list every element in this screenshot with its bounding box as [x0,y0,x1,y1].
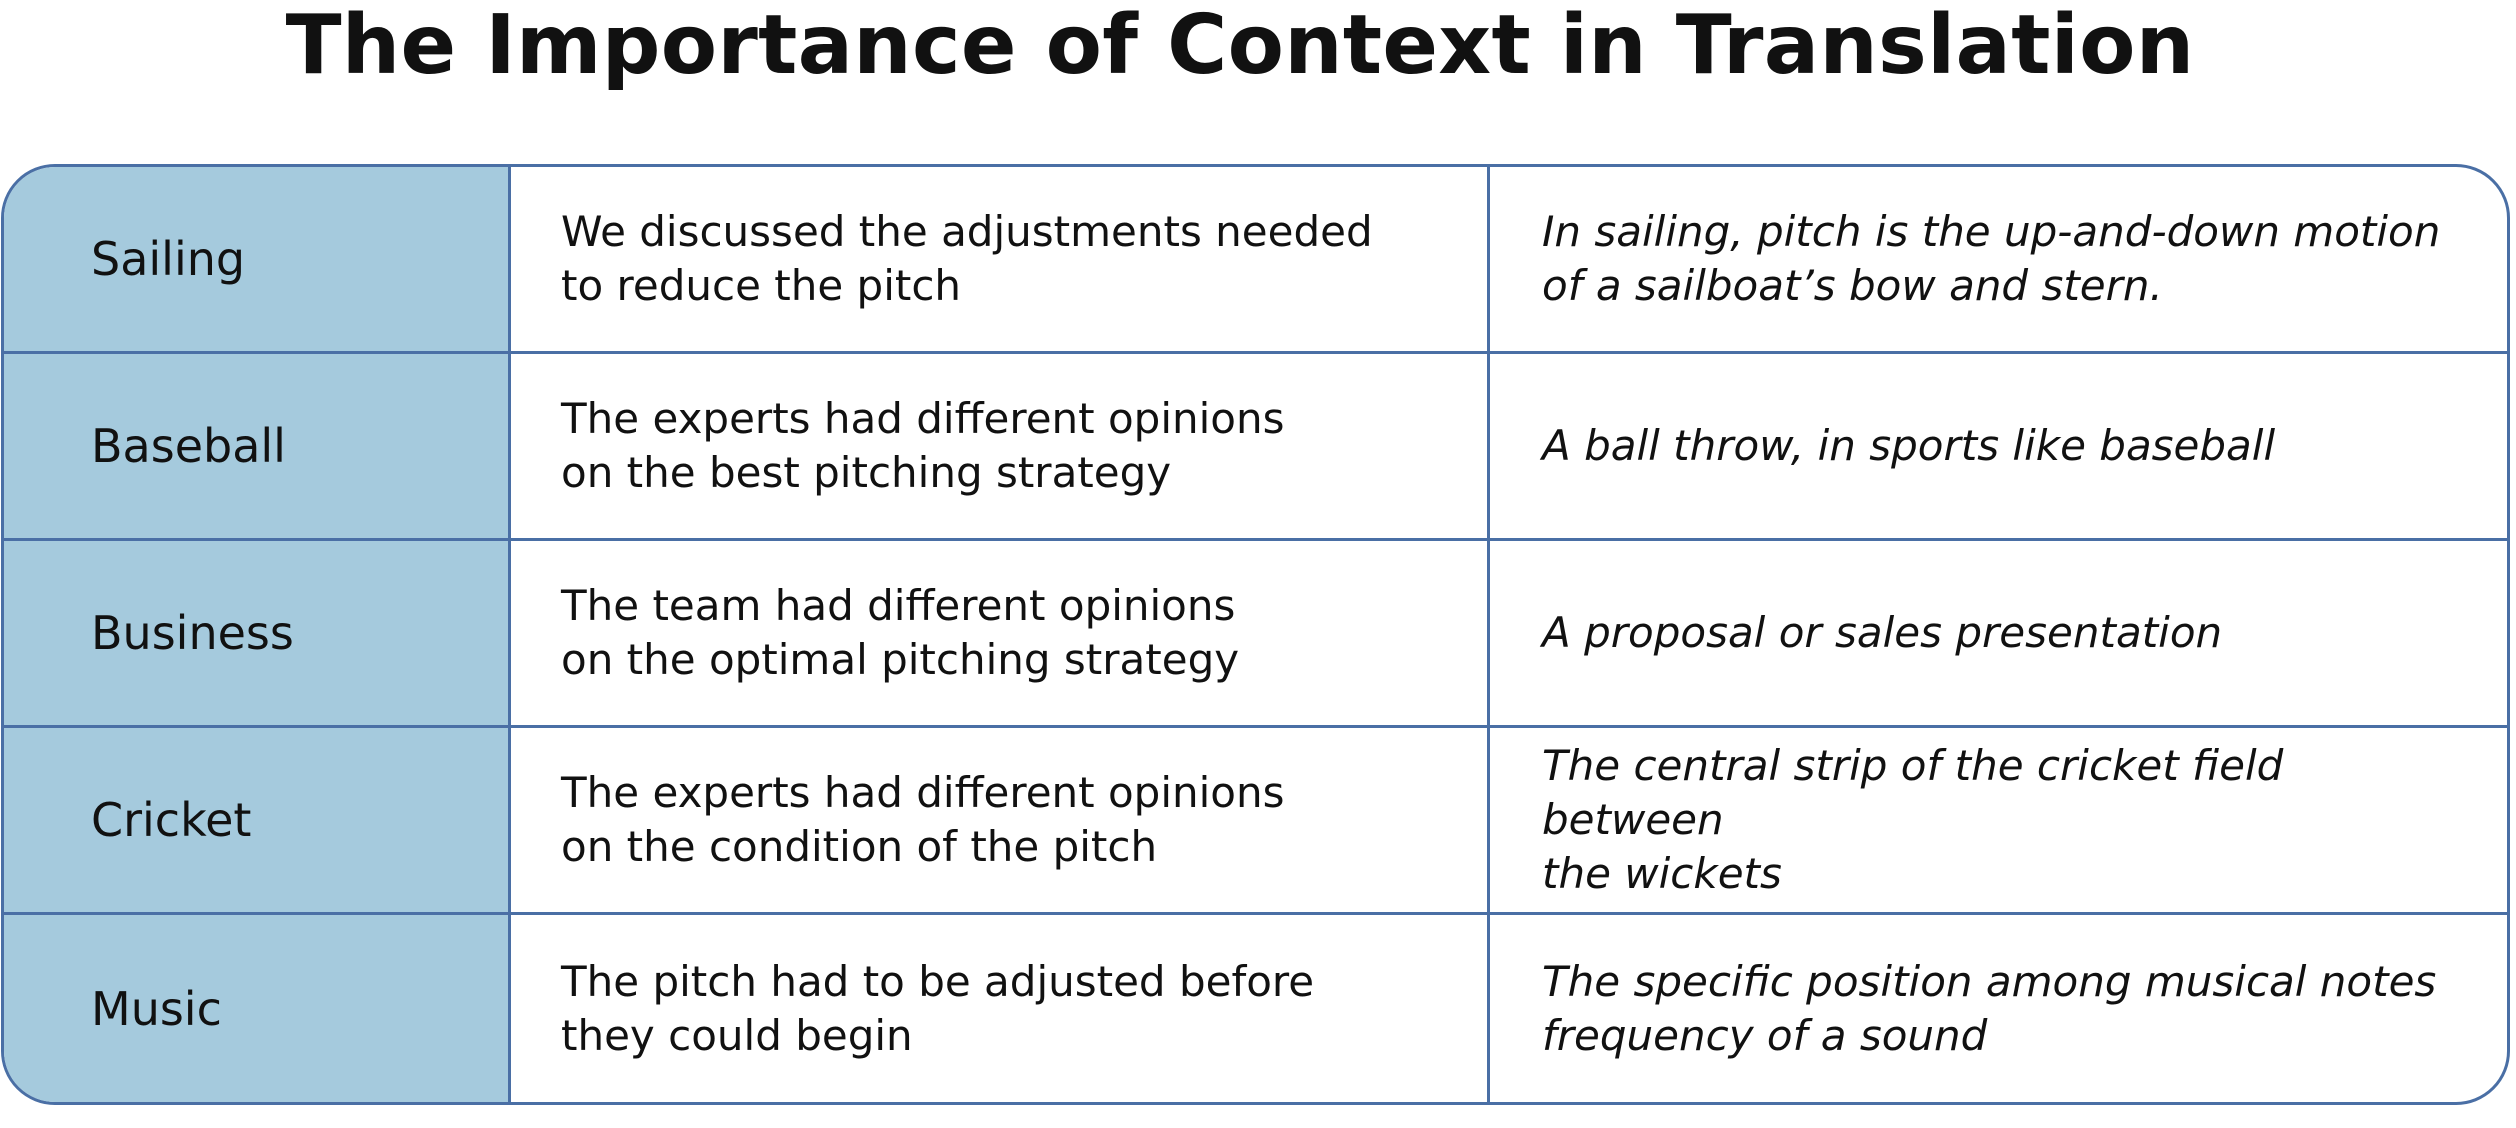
category-cell: Sailing [4,167,511,354]
meaning-line: In sailing, pitch is the up-and-down mot… [1542,207,2441,256]
sentence-line: on the condition of the pitch [561,822,1158,871]
sentence-cell: The experts had different opinions on th… [511,728,1490,915]
sentence-line: The experts had different opinions [561,768,1285,817]
meaning-line: The specific position among musical note… [1542,956,2437,1006]
context-table: Sailing We discussed the adjustments nee… [1,164,2510,1105]
meaning-line: the wickets [1542,849,1782,898]
meaning-line: A proposal or sales presentation [1542,608,2223,657]
category-label: Baseball [91,419,286,473]
category-label: Sailing [91,232,246,286]
meaning-line: A ball throw, in sports like baseball [1542,421,2276,470]
sentence-cell: The experts had different opinions on th… [511,354,1490,541]
category-cell: Music [4,915,511,1102]
sentence-cell: The team had different opinions on the o… [511,541,1490,728]
meaning-cell: A ball throw, in sports like baseball [1490,354,2507,541]
sentence-line: they could begin [561,1010,913,1060]
sentence-line: We discussed the adjustments needed [561,207,1373,256]
sentence-cell: We discussed the adjustments needed to r… [511,167,1490,354]
category-cell: Business [4,541,511,728]
sentence-line: The pitch had to be adjusted before [561,956,1315,1006]
sentence-cell: The pitch had to be adjusted before they… [511,915,1490,1102]
meaning-line: The central strip of the cricket field b… [1542,741,2284,844]
page-title: The Importance of Context in Translation [285,0,2195,93]
meaning-cell: A proposal or sales presentation [1490,541,2507,728]
category-cell: Baseball [4,354,511,541]
meaning-line: of a sailboat’s bow and stern. [1542,261,2163,310]
sentence-line: on the optimal pitching strategy [561,635,1240,684]
sentence-line: to reduce the pitch [561,261,962,310]
sentence-line: The team had different opinions [561,581,1236,630]
meaning-cell: In sailing, pitch is the up-and-down mot… [1490,167,2507,354]
category-cell: Cricket [4,728,511,915]
category-label: Cricket [91,793,252,847]
sentence-line: The experts had different opinions [561,394,1285,443]
sentence-line: on the best pitching strategy [561,448,1172,497]
meaning-cell: The central strip of the cricket field b… [1490,728,2507,915]
category-label: Music [91,981,222,1036]
meaning-cell: The specific position among musical note… [1490,915,2507,1102]
meaning-line: frequency of a sound [1542,1010,1988,1060]
category-label: Business [91,606,294,660]
